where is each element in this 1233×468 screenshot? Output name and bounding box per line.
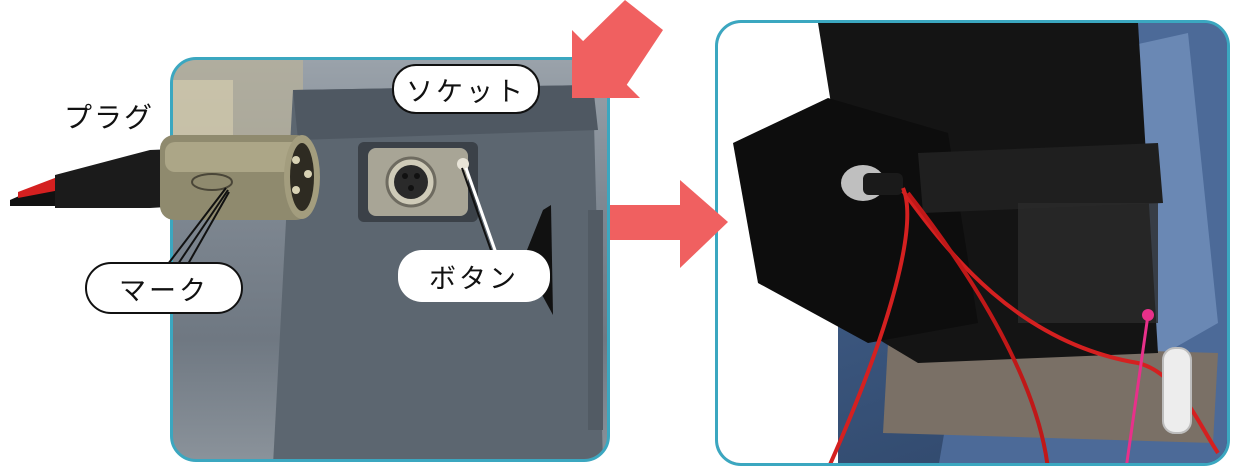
plug-label: プラグ xyxy=(64,101,155,134)
button-label: ボタン xyxy=(398,250,550,302)
arrow-right-icon xyxy=(610,180,728,268)
worn-pouch-art xyxy=(718,23,1227,463)
socket-label: ソケット xyxy=(392,64,540,114)
worn-pouch-photo xyxy=(715,20,1230,466)
mark-label: マーク xyxy=(85,262,243,314)
arrow-down-left-icon xyxy=(572,0,663,98)
